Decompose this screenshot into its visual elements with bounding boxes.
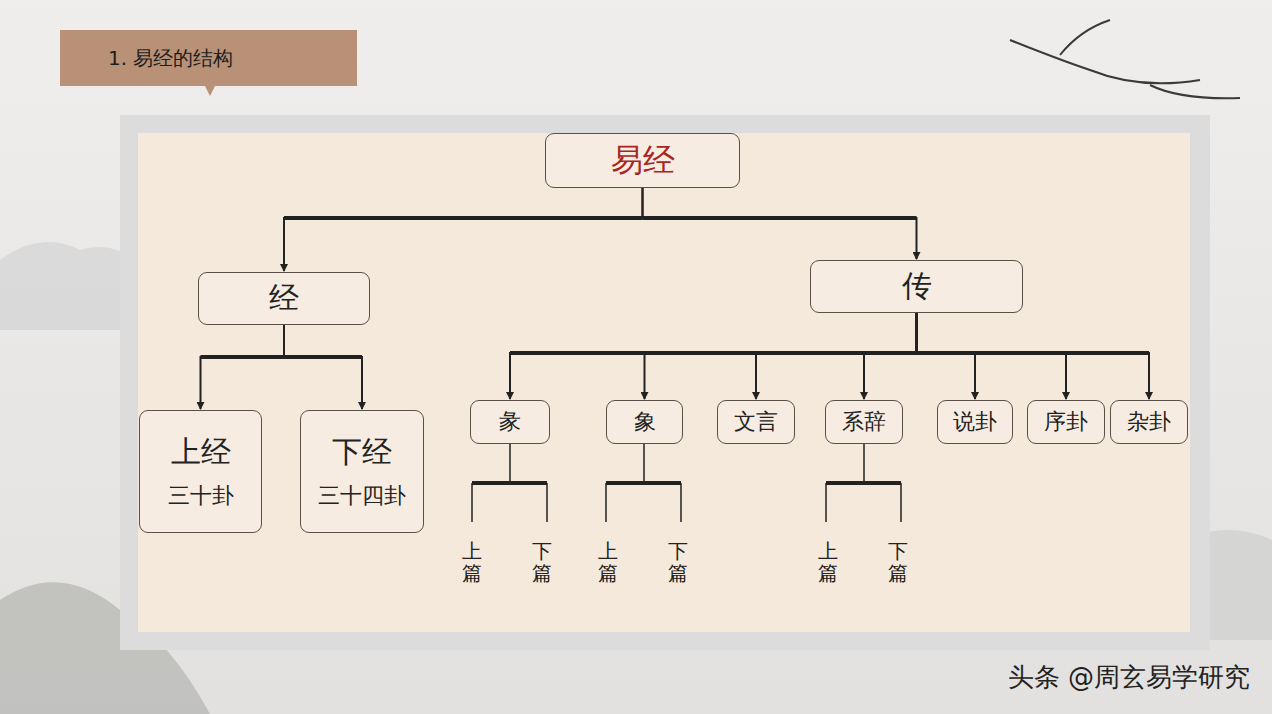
connector xyxy=(917,313,976,399)
text-box: 上经三十卦 xyxy=(139,410,262,533)
node-title: 上经 xyxy=(171,435,231,470)
chapter-label: 上篇 xyxy=(462,540,482,584)
node-title: 下经 xyxy=(332,435,392,470)
text-box: 经 xyxy=(198,272,370,325)
connector xyxy=(864,313,917,399)
chapter-label: 上篇 xyxy=(818,540,838,584)
node-title: 易经 xyxy=(611,142,675,179)
watermark: 头条 @周玄易学研究 xyxy=(1008,660,1250,695)
panel xyxy=(120,115,1210,650)
node-title: 彖 xyxy=(499,409,521,434)
connector xyxy=(917,313,1150,399)
chapter-label: 下篇 xyxy=(532,540,552,584)
text-box: 说卦 xyxy=(937,400,1013,444)
branch-bar xyxy=(756,351,917,355)
branch-bar xyxy=(201,355,285,359)
pine-branch xyxy=(1010,20,1240,98)
chapter-label: 下篇 xyxy=(668,540,688,584)
chart-paper xyxy=(138,133,1190,632)
connector xyxy=(917,313,1067,399)
node-title: 杂卦 xyxy=(1127,409,1171,434)
node-body: 三十四卦 xyxy=(318,483,406,508)
mountain xyxy=(0,242,140,330)
text-box: 杂卦 xyxy=(1110,400,1188,444)
connector xyxy=(645,313,917,399)
branch-bar xyxy=(645,351,917,355)
connector xyxy=(510,313,917,399)
text-box: 下经三十四卦 xyxy=(300,410,424,533)
node-title: 传 xyxy=(902,269,932,304)
branch-bar xyxy=(864,351,917,355)
branch-bar xyxy=(917,351,1150,355)
text-box: 文言 xyxy=(717,400,795,444)
branch-bar xyxy=(510,351,917,355)
title-tab xyxy=(60,30,357,96)
title-tab: 1. 易经的结构 xyxy=(60,30,357,86)
connector xyxy=(201,325,285,409)
branch-bar xyxy=(284,216,643,220)
connector xyxy=(756,313,917,399)
branch-bar xyxy=(284,355,362,359)
connector xyxy=(643,188,917,259)
chapter-label: 下篇 xyxy=(888,540,908,584)
node-body: 三十卦 xyxy=(168,483,234,508)
text-box: 易经 xyxy=(545,133,740,188)
connector xyxy=(284,188,643,271)
chapter-label: 上篇 xyxy=(598,540,618,584)
branch-bar xyxy=(643,216,917,220)
text-box: 序卦 xyxy=(1027,400,1105,444)
text-box: 传 xyxy=(810,260,1023,313)
sub-branch xyxy=(472,443,901,522)
node-title: 系辞 xyxy=(842,409,886,434)
connector xyxy=(284,325,362,409)
node-title: 序卦 xyxy=(1044,409,1088,434)
node-title: 文言 xyxy=(734,409,778,434)
node-title: 象 xyxy=(634,409,656,434)
text-box: 系辞 xyxy=(825,400,903,444)
node-title: 经 xyxy=(269,281,299,316)
text-box: 彖 xyxy=(470,400,550,444)
title-text: 1. 易经的结构 xyxy=(108,47,233,70)
text-box: 象 xyxy=(606,400,683,444)
node-title: 说卦 xyxy=(953,409,997,434)
